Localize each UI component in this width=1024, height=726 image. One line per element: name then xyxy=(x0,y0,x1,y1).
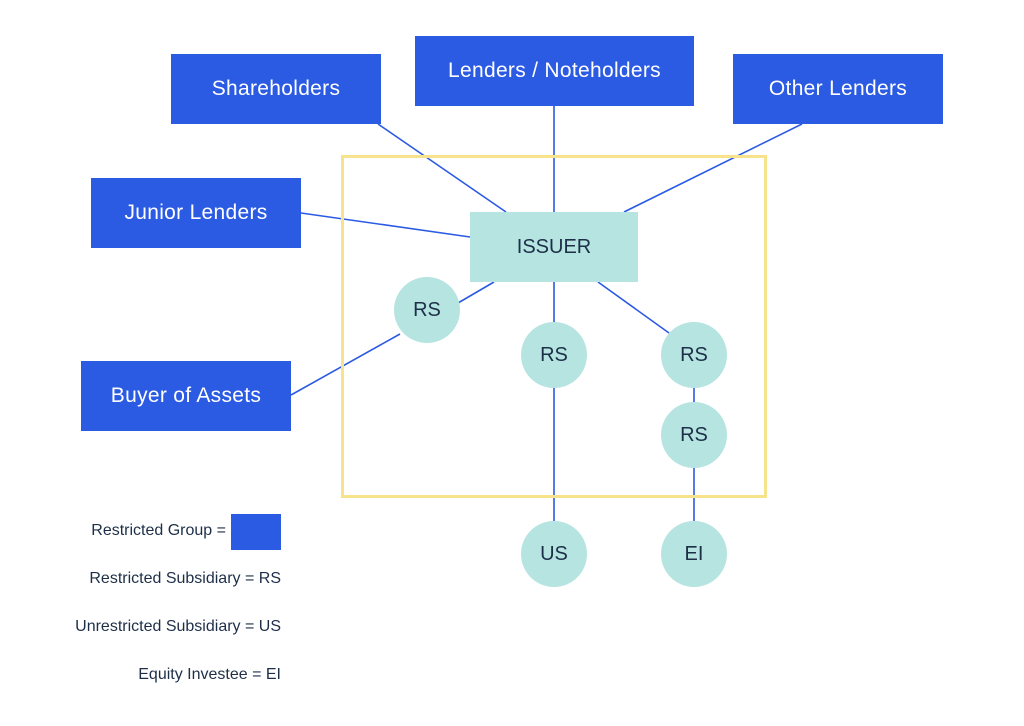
rs-left-label: RS xyxy=(413,298,441,321)
buyer-of-assets-label: Buyer of Assets xyxy=(110,384,262,407)
connector-junior-lenders-issuer xyxy=(300,212,471,238)
legend-restricted-subsidiary: Restricted Subsidiary = RS xyxy=(89,570,281,587)
buyer-of-assets-box: Buyer of Assets xyxy=(81,361,291,431)
junior-lenders-label: Junior Lenders xyxy=(124,201,268,224)
legend-equity-investee: Equity Investee = EI xyxy=(138,666,281,683)
ei-label: EI xyxy=(684,542,704,565)
equity-investee: EI xyxy=(661,521,727,587)
lenders-noteholders-label: Lenders / Noteholders xyxy=(448,59,661,82)
shareholders-label: Shareholders xyxy=(211,77,341,100)
junior-lenders-box: Junior Lenders xyxy=(91,178,301,248)
restricted-subsidiary-middle: RS xyxy=(521,322,587,388)
legend-restricted-group: Restricted Group = xyxy=(91,522,226,539)
connector-issuer-rs-right xyxy=(597,281,670,334)
restricted-subsidiary-right-lower: RS xyxy=(661,402,727,468)
restricted-subsidiary-right-upper: RS xyxy=(661,322,727,388)
connector-other-lenders-issuer xyxy=(623,123,803,213)
issuer-box: ISSUER xyxy=(470,212,638,282)
other-lenders-label: Other Lenders xyxy=(768,77,908,100)
restricted-subsidiary-left: RS xyxy=(394,277,460,343)
other-lenders-box: Other Lenders xyxy=(733,54,943,124)
shareholders-box: Shareholders xyxy=(171,54,381,124)
rs-middle-label: RS xyxy=(540,343,568,366)
rs-right-lower-label: RS xyxy=(680,423,708,446)
legend-unrestricted-subsidiary: Unrestricted Subsidiary = US xyxy=(75,618,281,635)
legend-restricted-group-swatch xyxy=(231,514,281,550)
lenders-noteholders-box: Lenders / Noteholders xyxy=(415,36,694,106)
issuer-label: ISSUER xyxy=(516,235,592,258)
connector-rs-left-buyer xyxy=(290,333,401,396)
unrestricted-subsidiary: US xyxy=(521,521,587,587)
connector-issuer-rs-left xyxy=(457,281,495,304)
restricted-group-frame xyxy=(341,155,767,498)
rs-right-upper-label: RS xyxy=(680,343,708,366)
us-label: US xyxy=(540,542,568,565)
connector-shareholders-issuer xyxy=(377,123,507,213)
